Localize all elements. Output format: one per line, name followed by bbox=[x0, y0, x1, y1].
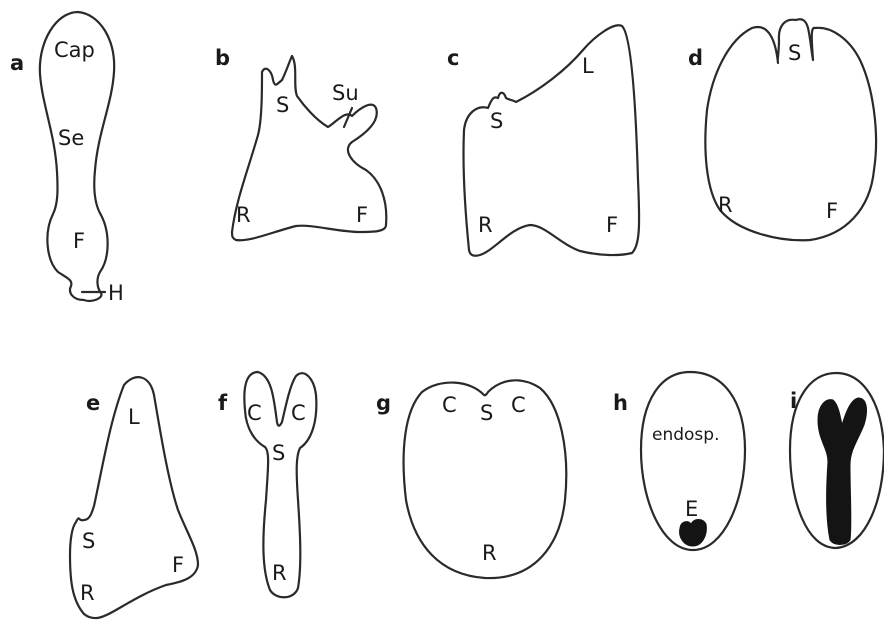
su-pointer bbox=[344, 108, 352, 127]
panel-i: i bbox=[790, 373, 884, 548]
panel-letter-a: a bbox=[10, 51, 24, 75]
label-e-f: F bbox=[172, 553, 184, 577]
label-g-c2: C bbox=[511, 393, 526, 417]
label-h-e: E bbox=[685, 497, 698, 521]
label-h-endosp: endosp. bbox=[652, 425, 719, 445]
panel-letter-h: h bbox=[613, 391, 628, 415]
label-e-r: R bbox=[80, 581, 95, 605]
label-c-s: S bbox=[490, 109, 503, 133]
label-c-f: F bbox=[606, 213, 618, 237]
label-b-s: S bbox=[276, 93, 289, 117]
panel-h: h endosp. E bbox=[613, 372, 745, 550]
label-d-r: R bbox=[718, 193, 733, 217]
panel-d: d S R F bbox=[688, 19, 876, 240]
panel-e: e L S F R bbox=[70, 377, 198, 618]
panel-letter-f: f bbox=[218, 391, 228, 415]
panel-letter-d: d bbox=[688, 46, 703, 70]
panel-b: b S Su R F bbox=[215, 46, 386, 240]
label-a-se: Se bbox=[58, 126, 84, 150]
label-e-l: L bbox=[128, 405, 140, 429]
label-b-su: Su bbox=[332, 81, 359, 105]
panel-g: g C S C R bbox=[376, 380, 566, 578]
label-f-r: R bbox=[272, 561, 287, 585]
label-f-c2: C bbox=[291, 401, 306, 425]
panel-letter-e: e bbox=[86, 391, 100, 415]
panel-c: c L S R F bbox=[447, 25, 639, 255]
label-b-f: F bbox=[356, 203, 368, 227]
panel-letter-i: i bbox=[790, 389, 797, 413]
panel-letter-g: g bbox=[376, 391, 391, 415]
panel-letter-b: b bbox=[215, 46, 230, 70]
label-d-s: S bbox=[788, 41, 801, 65]
label-g-r: R bbox=[482, 541, 497, 565]
label-b-r: R bbox=[236, 203, 251, 227]
label-c-l: L bbox=[582, 54, 594, 78]
label-e-s: S bbox=[82, 529, 95, 553]
label-a-cap: Cap bbox=[54, 38, 95, 62]
label-g-s: S bbox=[480, 401, 493, 425]
label-f-c1: C bbox=[247, 401, 262, 425]
panel-letter-c: c bbox=[447, 46, 459, 70]
label-c-r: R bbox=[478, 213, 493, 237]
label-g-c1: C bbox=[442, 393, 457, 417]
label-d-f: F bbox=[826, 199, 838, 223]
panel-f: f C C S R bbox=[218, 372, 316, 597]
label-a-f: F bbox=[73, 229, 85, 253]
label-a-h: H bbox=[108, 281, 124, 305]
embryo-i bbox=[818, 398, 866, 545]
label-f-s: S bbox=[272, 441, 285, 465]
panel-a: a Cap Se F H bbox=[10, 12, 124, 305]
embryo-h bbox=[680, 520, 707, 547]
